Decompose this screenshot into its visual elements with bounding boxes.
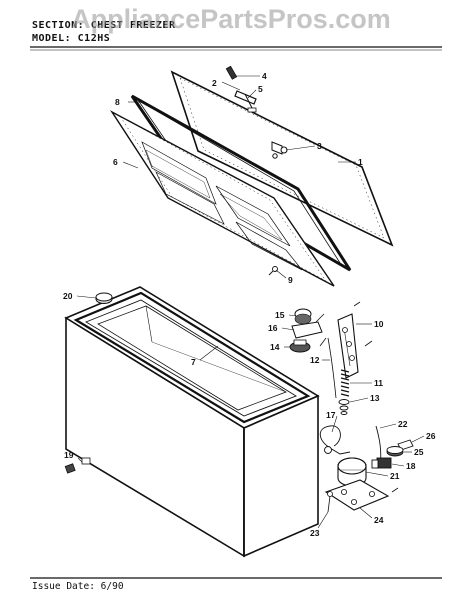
- relay-harness: [319, 425, 351, 455]
- callout-6: 6: [113, 157, 118, 167]
- lid-liner-panels: [141, 141, 303, 271]
- control-bracket: [291, 321, 323, 339]
- callout-16: 16: [268, 323, 278, 333]
- callout-5: 5: [258, 84, 263, 94]
- watermark-text: AppliancePartsPros.com: [71, 4, 391, 34]
- callout-19: 19: [64, 450, 74, 460]
- leader-lines: [76, 75, 425, 529]
- capillary-tube: [327, 337, 337, 399]
- callout-11: 11: [374, 378, 383, 388]
- callout-9: 9: [288, 275, 293, 285]
- issue-label: Issue Date:: [32, 581, 95, 592]
- callout-10: 10: [374, 319, 384, 329]
- lid-screw: [268, 266, 278, 276]
- model-value: C12HS: [77, 33, 111, 44]
- compressor-base: [324, 479, 390, 511]
- lid-liner: [109, 110, 335, 287]
- washers: [338, 399, 350, 415]
- callout-17: 17: [326, 410, 336, 420]
- model-label: MODEL: [32, 33, 65, 44]
- overload-protector: [386, 446, 404, 457]
- callout-22: 22: [398, 419, 408, 429]
- callout-23: 23: [310, 528, 320, 538]
- lid-outer-panel: [170, 70, 394, 247]
- callout-13: 13: [370, 393, 380, 403]
- callout-7: 7: [191, 357, 196, 367]
- callout-20: 20: [63, 291, 73, 301]
- start-relay: [371, 457, 392, 469]
- callout-14: 14: [270, 342, 280, 352]
- model-row: MODEL: C12HS: [32, 33, 111, 44]
- section-label: SECTION: [32, 20, 78, 31]
- issue-value: 6/90: [100, 581, 124, 592]
- callout-25: 25: [414, 447, 424, 457]
- lid-spring: [340, 369, 350, 397]
- callout-2: 2: [212, 78, 217, 88]
- breaker-strip: [73, 291, 311, 424]
- inner-corner-line: [145, 305, 153, 343]
- callout-15: 15: [275, 310, 285, 320]
- inner-floor-line: [151, 341, 287, 393]
- callout-4: 4: [262, 71, 267, 81]
- hinge-arm-bracket: [337, 301, 361, 379]
- callout-24: 24: [374, 515, 384, 525]
- screw-shaft: [315, 313, 325, 323]
- section-value: CHEST FREEZER: [90, 20, 176, 31]
- mount-bolt: [327, 491, 333, 513]
- section-row: SECTION: CHEST FREEZER: [32, 20, 176, 31]
- callout-21: 21: [390, 471, 400, 481]
- callout-8: 8: [115, 97, 120, 107]
- breaker-strip-inner: [84, 299, 298, 417]
- lid-stop-cap: [95, 292, 113, 304]
- callout-1: 1: [358, 157, 363, 167]
- screw-shaft-3: [364, 340, 373, 347]
- callout-18: 18: [406, 461, 416, 471]
- footer-issue-date: Issue Date: 6/90: [32, 581, 124, 592]
- callout-3: 3: [317, 141, 322, 151]
- thermostat: [289, 339, 311, 353]
- drain-plug: [64, 457, 91, 474]
- control-knob: [294, 308, 312, 325]
- base-screw: [391, 487, 399, 493]
- callout-26: 26: [426, 431, 436, 441]
- lid-liner-screw-holes: [119, 115, 327, 282]
- lid-outer-screw-holes: [179, 77, 385, 239]
- callout-12: 12: [310, 355, 320, 365]
- screw-shaft-2: [319, 337, 327, 347]
